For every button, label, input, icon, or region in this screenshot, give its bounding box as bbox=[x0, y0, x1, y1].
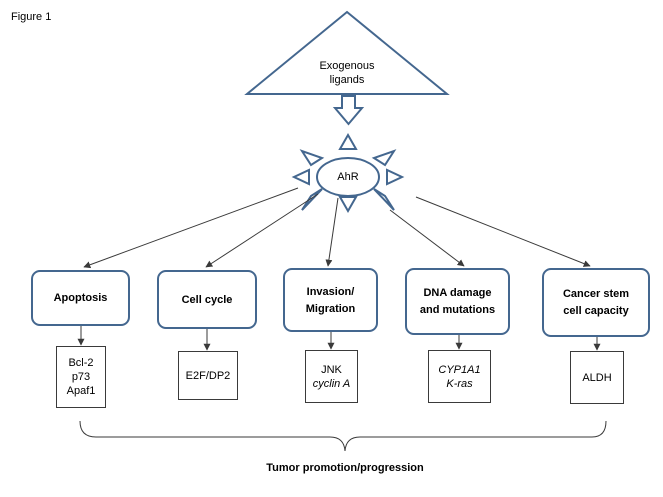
category-line-2: cell capacity bbox=[563, 305, 629, 317]
category-dna-damage: DNA damage and mutations bbox=[405, 268, 510, 335]
target-line: CYP1A1 bbox=[438, 363, 481, 376]
category-cancer-stem-cell: Cancer stem cell capacity bbox=[542, 268, 650, 337]
targets-invasion: JNK cyclin A bbox=[305, 350, 358, 403]
arrow-to-cell-cycle bbox=[205, 193, 319, 268]
target-line: p73 bbox=[71, 371, 91, 383]
target-line: Apaf1 bbox=[66, 385, 96, 397]
summary-brace bbox=[79, 420, 607, 452]
arrow-to-dna-damage bbox=[389, 209, 465, 267]
category-invasion-migration: Invasion/ Migration bbox=[283, 268, 378, 332]
ahr-ellipse bbox=[316, 157, 380, 197]
targets-cancer-stem: ALDH bbox=[570, 351, 624, 404]
arrow-to-cancer-stem bbox=[415, 196, 591, 267]
ligands-label: Exogenous ligands bbox=[297, 59, 397, 87]
category-line-2: Migration bbox=[305, 302, 356, 315]
outcome-label: Tumor promotion/progression bbox=[266, 462, 424, 474]
ahr-spikes bbox=[291, 132, 405, 214]
category-line-1: Invasion/ bbox=[306, 285, 355, 298]
category-line-1: Cell cycle bbox=[181, 293, 233, 306]
receptor-label: AhR bbox=[337, 171, 359, 183]
arrow-to-apoptosis bbox=[83, 187, 299, 269]
down-arrow-icon bbox=[332, 95, 365, 126]
category-line-2: and mutations bbox=[419, 304, 496, 316]
target-line: ALDH bbox=[582, 371, 612, 384]
category-apoptosis: Apoptosis bbox=[31, 270, 130, 326]
category-line-1: DNA damage bbox=[423, 287, 492, 299]
targets-dna-damage: CYP1A1 K-ras bbox=[428, 350, 491, 403]
targets-cell-cycle: E2F/DP2 bbox=[178, 351, 238, 400]
figure-label: Figure 1 bbox=[11, 11, 52, 23]
target-line: cyclin A bbox=[312, 377, 351, 390]
target-line: JNK bbox=[321, 363, 342, 376]
target-line: E2F/DP2 bbox=[185, 369, 231, 382]
target-line: Bcl-2 bbox=[68, 357, 94, 369]
ligands-line-2: ligands bbox=[329, 74, 365, 86]
ligands-line-1: Exogenous bbox=[319, 60, 375, 72]
ligands-triangle bbox=[244, 10, 450, 95]
arrow-to-invasion bbox=[325, 197, 339, 267]
category-line-1: Cancer stem bbox=[562, 288, 630, 300]
category-cell-cycle: Cell cycle bbox=[157, 270, 257, 329]
category-line-1: Apoptosis bbox=[53, 292, 108, 304]
targets-apoptosis: Bcl-2 p73 Apaf1 bbox=[56, 346, 106, 408]
target-line: K-ras bbox=[446, 377, 473, 390]
